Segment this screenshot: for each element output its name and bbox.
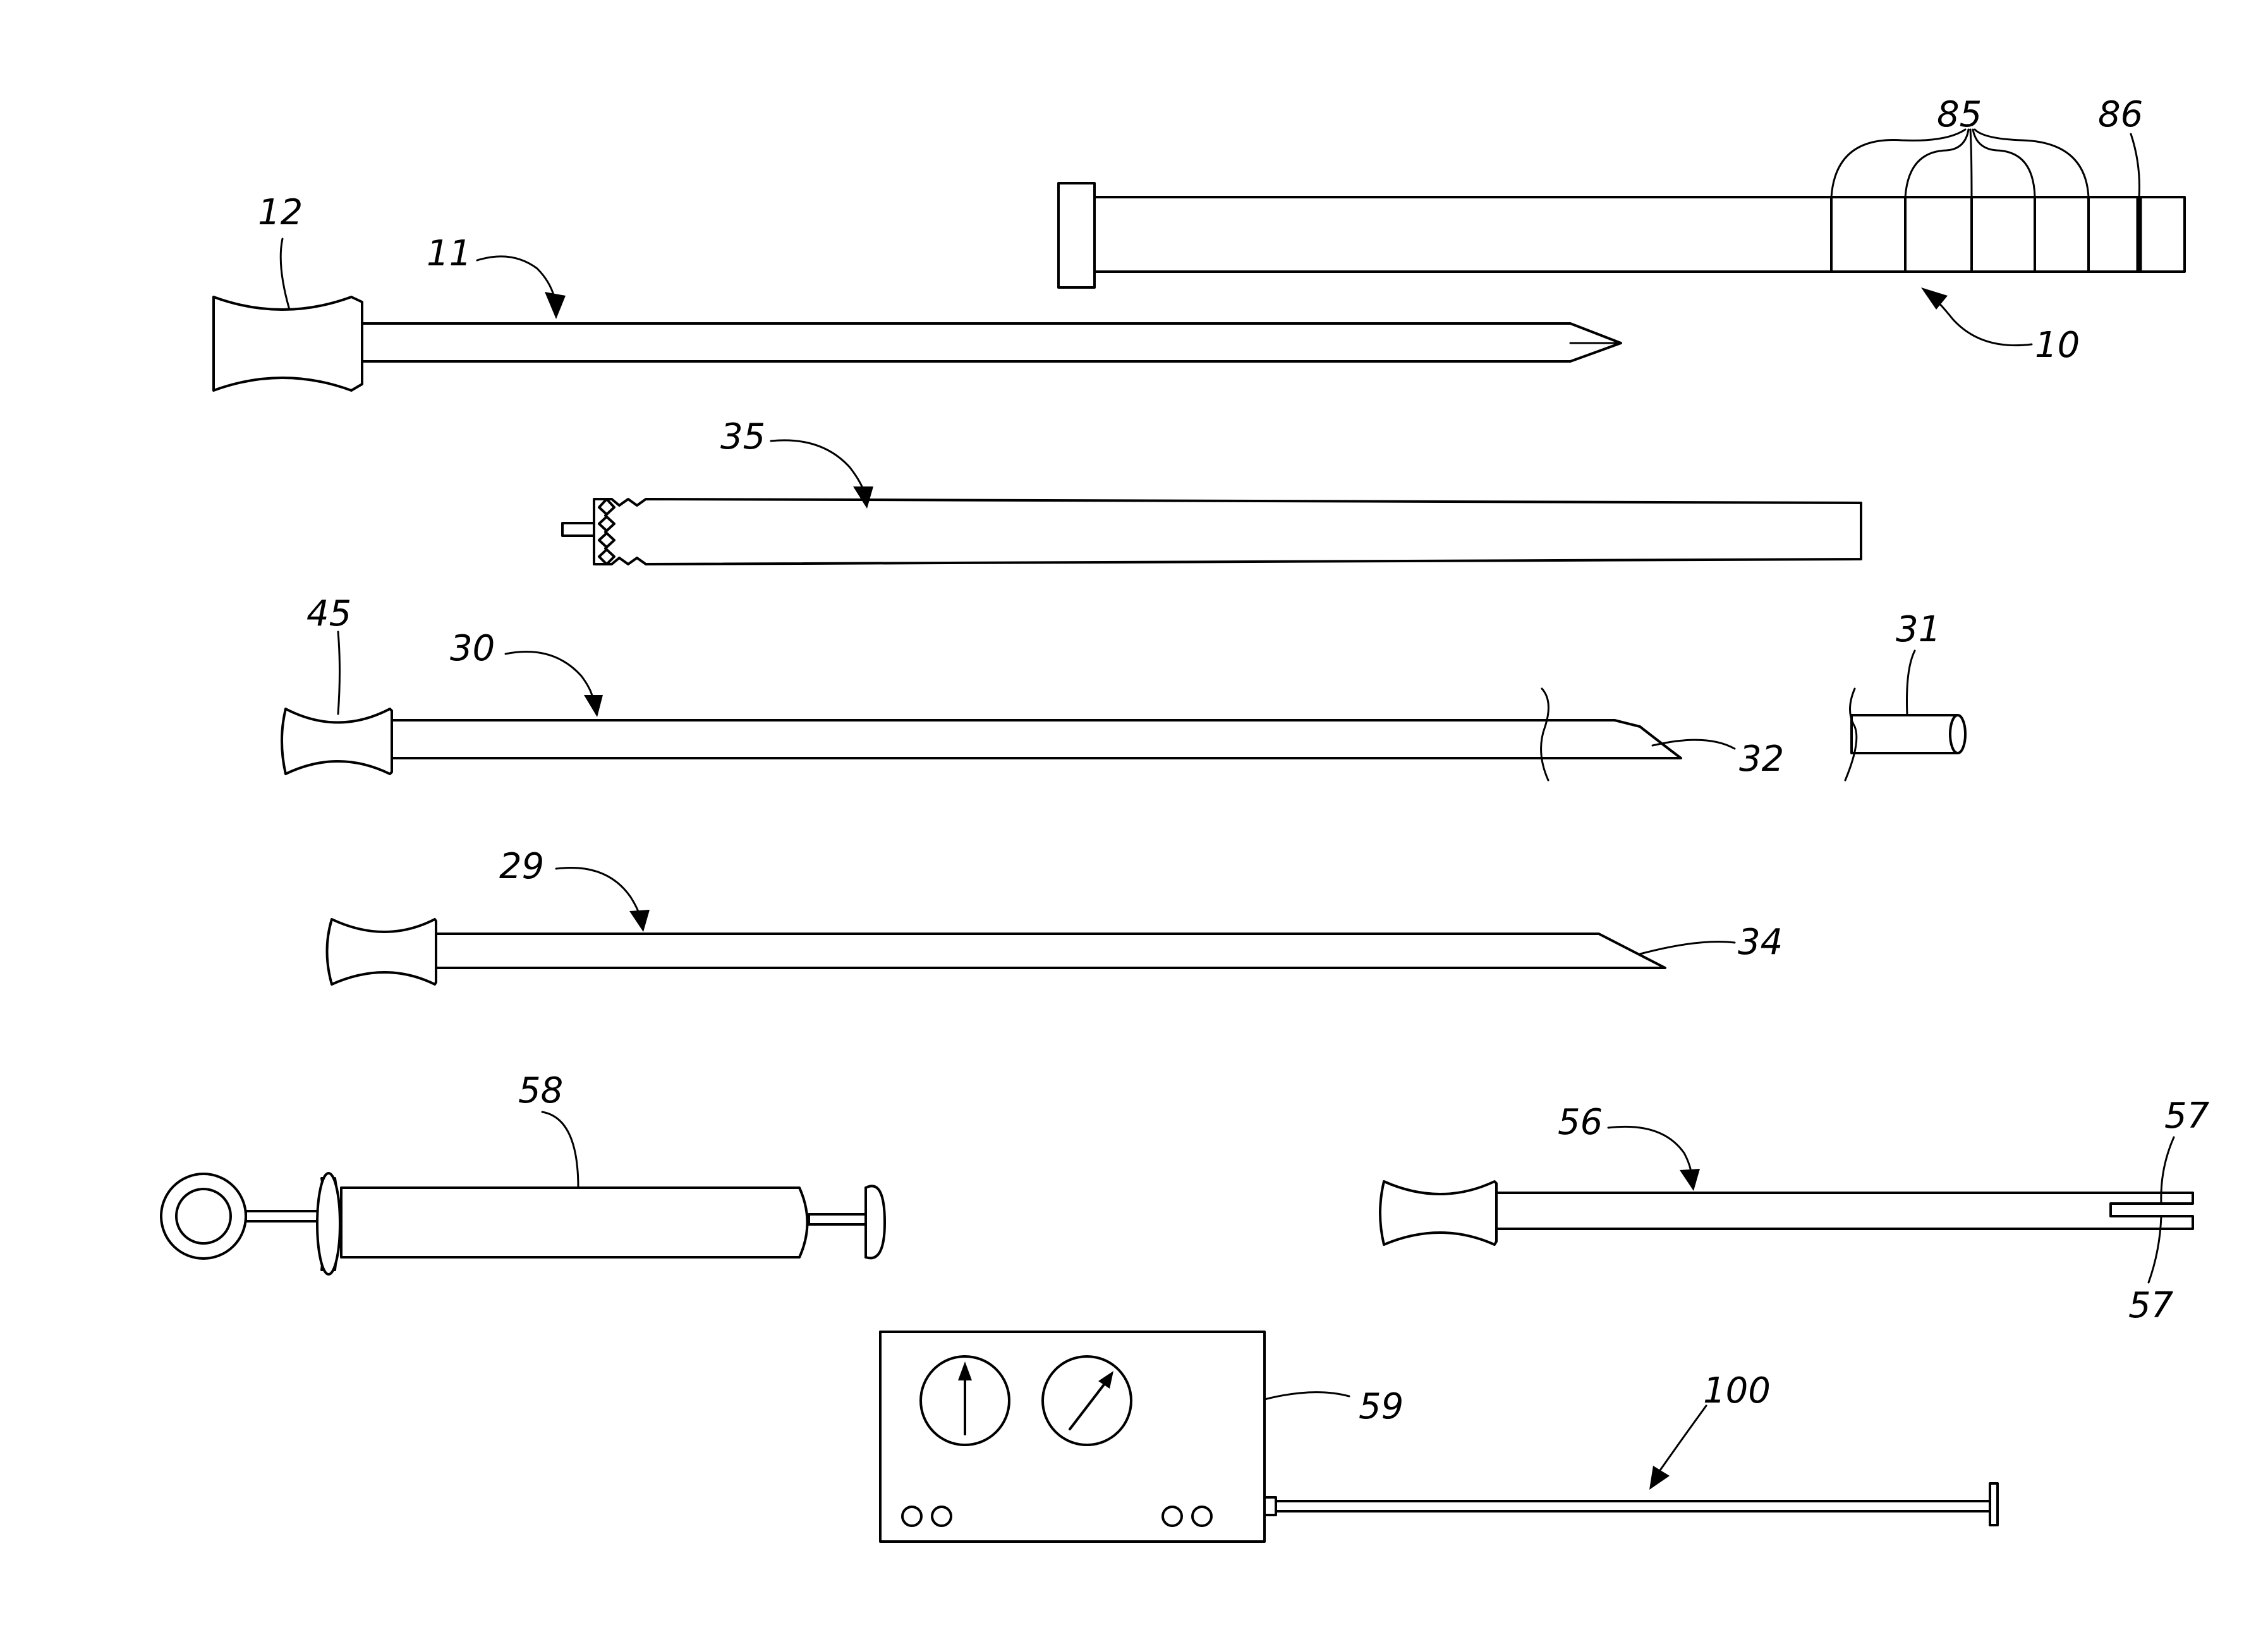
marking-leaders-85 — [1831, 130, 2089, 197]
ref-label-100: 100 — [1703, 1370, 1771, 1411]
ref-label-57-bottom: 57 — [2128, 1285, 2174, 1326]
ref-label-34: 34 — [1738, 922, 1783, 963]
arrow-10 — [1921, 287, 2032, 346]
arrow-29 — [556, 867, 650, 932]
ref-label-35: 35 — [720, 416, 765, 457]
ref-label-10: 10 — [2035, 325, 2080, 366]
ref-label-45: 45 — [306, 593, 351, 634]
threaded-rod-35 — [562, 499, 1861, 564]
arrow-30 — [506, 652, 603, 717]
tube-segment-31 — [1845, 689, 1965, 780]
arrow-100 — [1649, 1406, 1706, 1490]
cannula-10 — [1058, 183, 2185, 287]
ref-label-58: 58 — [518, 1070, 563, 1111]
leader-34 — [1640, 941, 1735, 954]
leader-58 — [542, 1112, 578, 1188]
ref-label-56: 56 — [1558, 1102, 1603, 1143]
leader-45 — [338, 632, 340, 714]
ref-label-57-top: 57 — [2164, 1096, 2210, 1137]
ref-label-32: 32 — [1739, 739, 1784, 780]
ref-label-12: 12 — [258, 192, 303, 233]
leader-86 — [2131, 134, 2139, 197]
ref-label-85: 85 — [1937, 94, 1982, 135]
ref-label-86: 86 — [2098, 94, 2143, 135]
arrow-11 — [477, 257, 566, 319]
ref-label-11: 11 — [427, 233, 471, 274]
forked-tool-56 — [1380, 1181, 2193, 1245]
probe-100 — [1264, 1483, 1998, 1525]
stylet-11 — [214, 297, 1621, 390]
ref-label-59: 59 — [1359, 1386, 1404, 1427]
ref-label-29: 29 — [499, 846, 544, 887]
ref-label-30: 30 — [450, 628, 495, 669]
leader-59 — [1264, 1392, 1349, 1399]
leader-12 — [281, 239, 289, 310]
control-unit-59 — [880, 1332, 1264, 1542]
arrow-56 — [1608, 1126, 1700, 1191]
needle-30 — [282, 709, 1681, 774]
syringe-58 — [161, 1173, 885, 1274]
ref-label-31: 31 — [1896, 609, 1941, 650]
leader-31 — [1907, 651, 1915, 715]
needle-29 — [327, 919, 1666, 984]
